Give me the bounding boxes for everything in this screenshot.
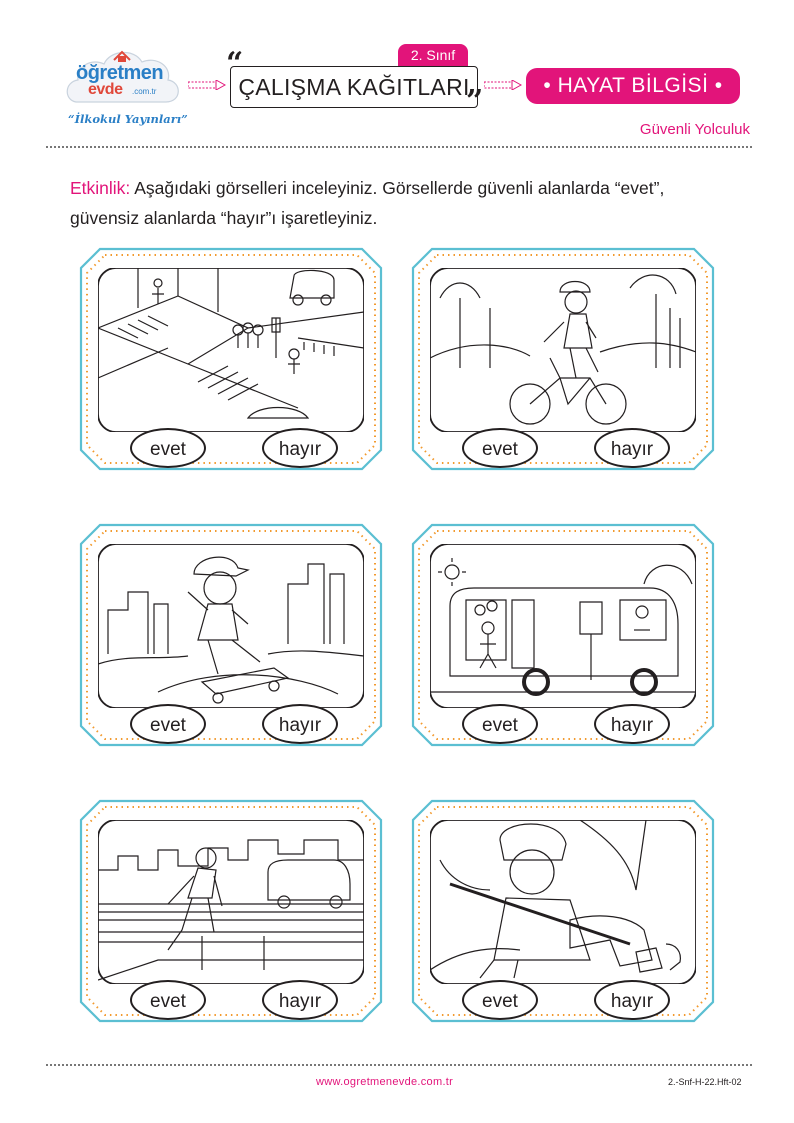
logo-text-ogretmen: öğretmen: [76, 62, 164, 84]
answer-yes-button[interactable]: evet: [130, 704, 206, 744]
activity-label: Etkinlik:: [70, 178, 131, 198]
logo-domain: .com.tr: [132, 87, 157, 96]
activity-instruction: Etkinlik: Aşağıdaki görselleri inceleyin…: [70, 173, 730, 233]
activity-text: Aşağıdaki görselleri inceleyiniz. Görsel…: [70, 178, 665, 228]
header-divider: [46, 146, 752, 148]
footer-doc-code: 2.-Snf-H-22.Hft-02: [668, 1077, 742, 1087]
topic-label: Güvenli Yolculuk: [639, 121, 750, 138]
cloud-logo-icon: [66, 50, 179, 103]
close-quote: ”: [466, 84, 484, 119]
answer-yes-button[interactable]: evet: [462, 428, 538, 468]
answer-no-button[interactable]: hayır: [594, 980, 670, 1020]
title-box: ÇALIŞMA KAĞITLARI: [230, 66, 478, 108]
subject-badge: • HAYAT BİLGİSİ •: [526, 68, 740, 104]
seat-belt-illustration: [430, 820, 696, 984]
answer-yes-button[interactable]: evet: [462, 980, 538, 1020]
answer-yes-button[interactable]: evet: [130, 980, 206, 1020]
answer-no-button[interactable]: hayır: [262, 428, 338, 468]
answer-no-button[interactable]: hayır: [594, 428, 670, 468]
grade-tab: 2. Sınıf: [398, 44, 468, 66]
answer-yes-button[interactable]: evet: [462, 704, 538, 744]
answer-no-button[interactable]: hayır: [594, 704, 670, 744]
answer-no-button[interactable]: hayır: [262, 980, 338, 1020]
card-bus: evet hayır: [410, 522, 716, 748]
crossroads-illustration: [98, 268, 364, 432]
answer-yes-button[interactable]: evet: [130, 428, 206, 468]
publisher-logo: öğretmen evde .com.tr “İlkokul Yayınları…: [62, 42, 188, 126]
answer-no-button[interactable]: hayır: [262, 704, 338, 744]
bicycle-illustration: [430, 268, 696, 432]
arrow-right-icon: [484, 80, 522, 90]
skateboard-illustration: [98, 544, 364, 708]
roadside-barrier-illustration: [98, 820, 364, 984]
page-title: ÇALIŞMA KAĞITLARI: [238, 74, 470, 100]
card-bicycle: evet hayır: [410, 246, 716, 472]
logo-text-evde: evde: [88, 81, 123, 98]
card-skateboard: evet hayır: [78, 522, 384, 748]
card-roadside-barrier: evet hayır: [78, 798, 384, 1024]
card-crossroads: evet hayır: [78, 246, 384, 472]
footer-website-link[interactable]: www.ogretmenevde.com.tr: [316, 1076, 454, 1088]
logo-subtitle: “İlkokul Yayınları”: [68, 112, 188, 126]
bus-illustration: [430, 544, 696, 708]
arrow-right-icon: [188, 80, 226, 90]
footer-divider: [46, 1064, 752, 1066]
card-seat-belt: evet hayır: [410, 798, 716, 1024]
